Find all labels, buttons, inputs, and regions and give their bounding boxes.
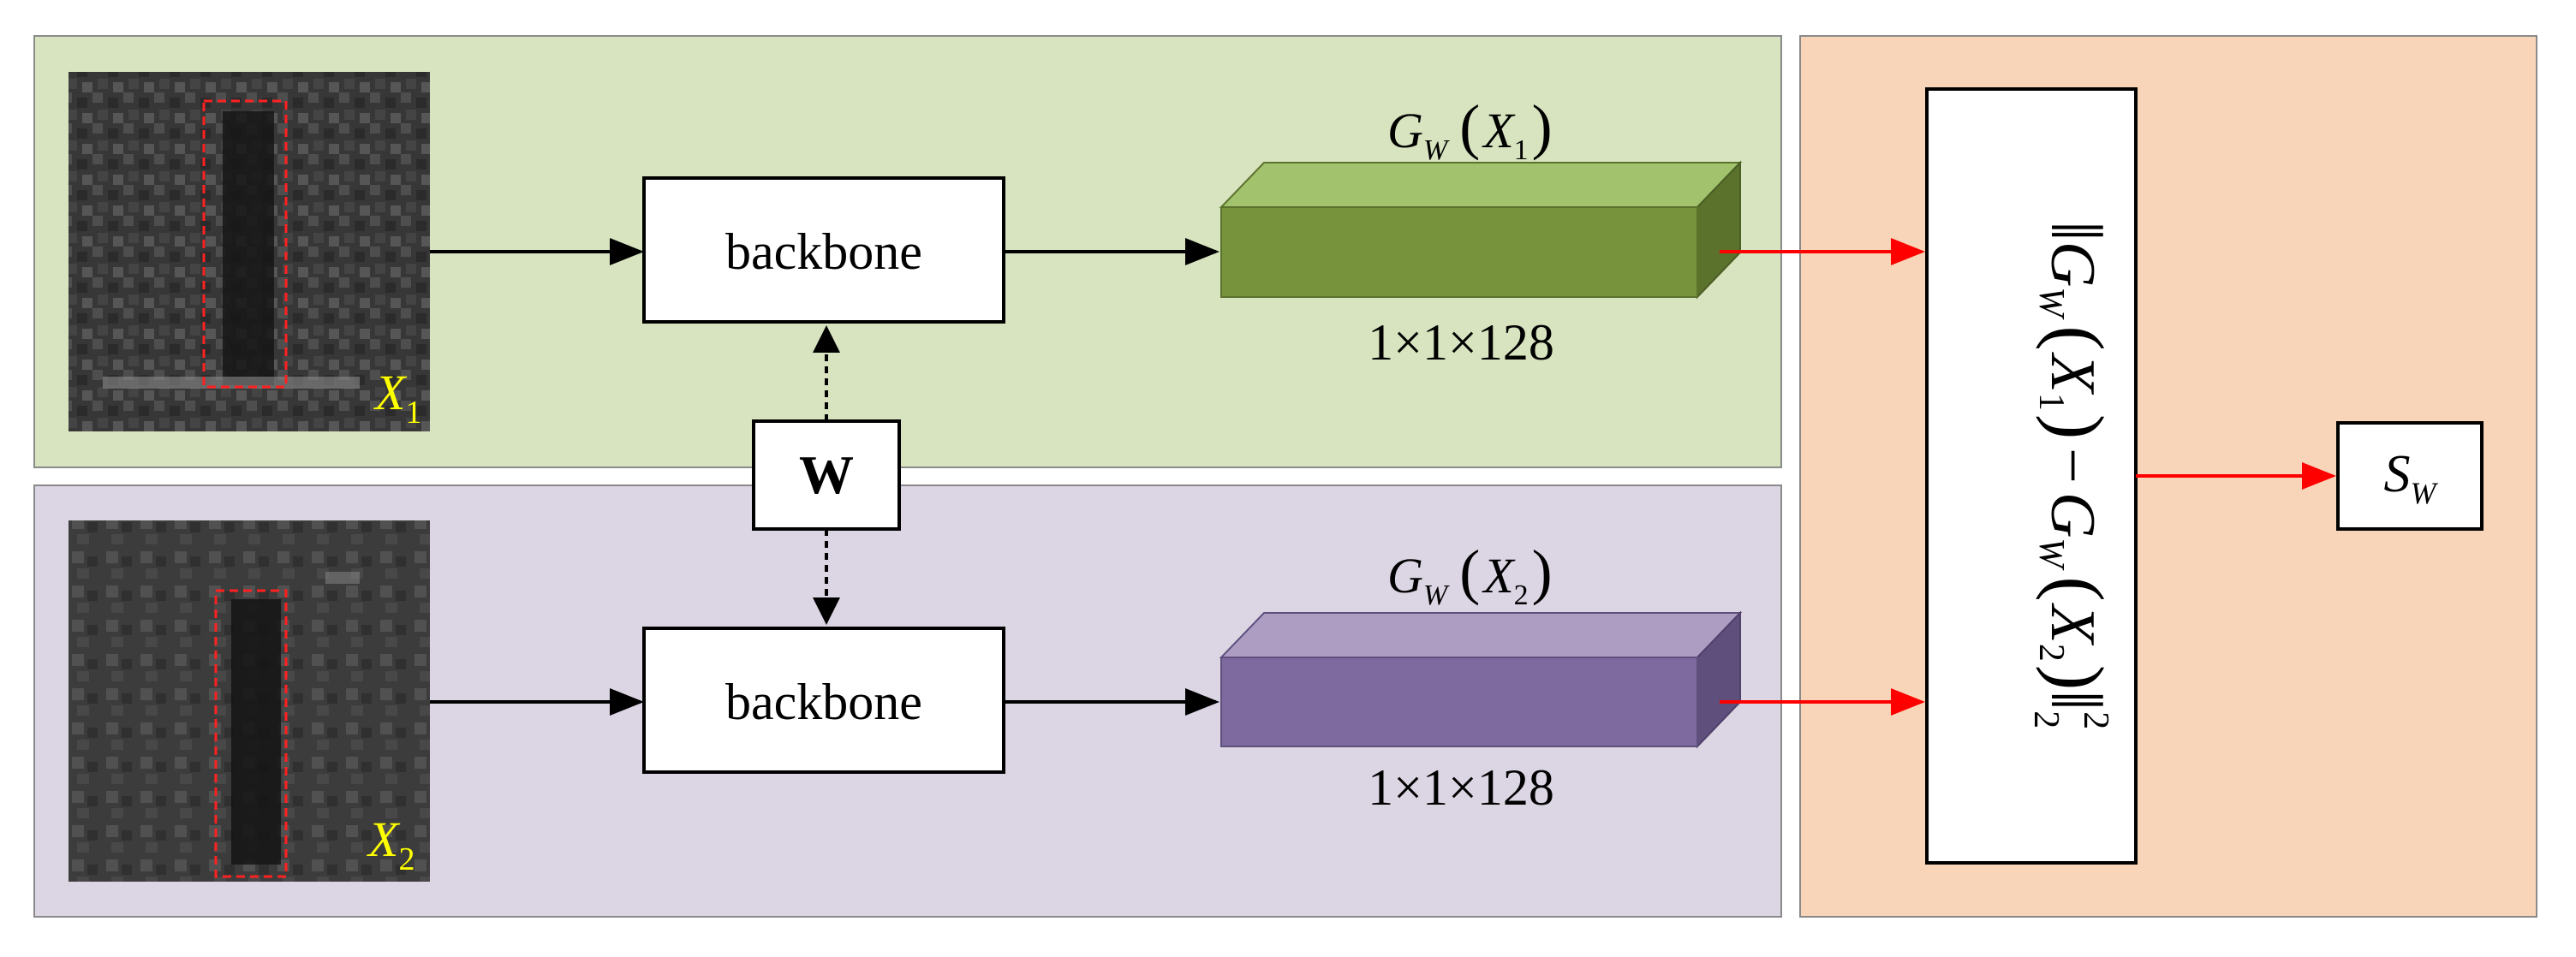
input-label-2: X2 (367, 811, 414, 877)
backbone-box-2 (642, 627, 1005, 774)
dim-label-1: 1×1×128 (1368, 314, 1554, 371)
feature-label-2: GW(X2) (1387, 538, 1553, 611)
svg-text:‖GW(X1)−GW(X2)‖22: ‖GW(X1)−GW(X2)‖22 (2026, 221, 2118, 730)
output-box (2336, 421, 2484, 531)
dim-label-2: 1×1×128 (1368, 759, 1554, 816)
crop-box-1 (202, 99, 288, 389)
output-label: SW (2384, 445, 2439, 510)
feature-label-1: GW(X1) (1387, 92, 1553, 166)
input-image-2: X2 (69, 520, 430, 882)
feature-vector-1 (1219, 160, 1743, 300)
backbone-label-1: backbone (725, 223, 922, 280)
feature-vector-2 (1219, 610, 1743, 749)
backbone-label-2: backbone (725, 674, 922, 730)
crop-box-2 (214, 589, 288, 878)
input-image-1: X1 (69, 72, 430, 431)
shared-weights-box (752, 419, 901, 531)
input-label-1: X1 (373, 365, 421, 431)
distance-box (1925, 87, 2138, 865)
backbone-box-1 (642, 176, 1005, 324)
shared-weights-label: W (799, 444, 854, 505)
